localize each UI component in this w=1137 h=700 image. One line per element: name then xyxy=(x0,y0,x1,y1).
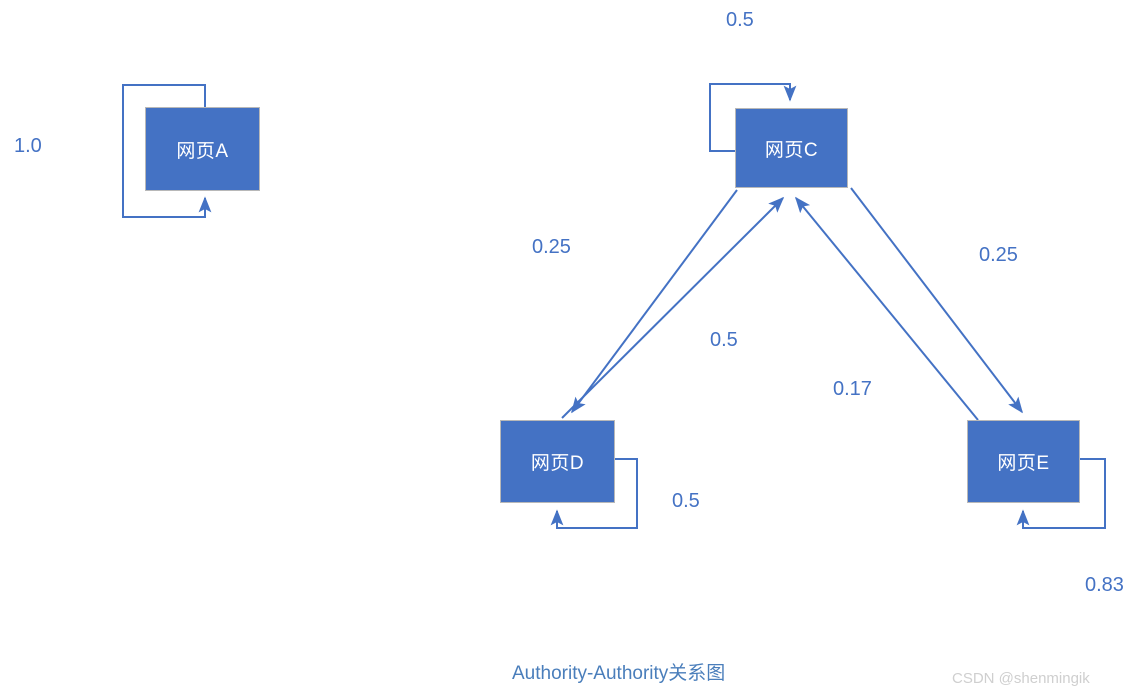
edge-label-c-to-e: 0.25 xyxy=(979,244,1018,266)
diagram-title: Authority-Authority关系图 xyxy=(512,663,726,684)
edge-c-to-d xyxy=(571,189,738,414)
edge-e-to-c xyxy=(794,196,979,421)
edge-e-self-loop xyxy=(1016,458,1106,529)
edge-label-e-self: 0.83 xyxy=(1085,574,1124,596)
watermark: CSDN @shenmingik xyxy=(952,670,1090,687)
edge-label-c-to-d: 0.25 xyxy=(532,236,571,258)
edge-c-self-loop xyxy=(709,83,797,152)
node-label-a: 网页A xyxy=(176,140,229,162)
node-label-e: 网页E xyxy=(997,453,1050,474)
edge-label-c-self: 0.5 xyxy=(726,9,754,31)
edge-label-e-to-c: 0.17 xyxy=(833,378,872,400)
node-box-d[interactable]: 网页D xyxy=(500,420,615,503)
node-label-d: 网页D xyxy=(530,453,585,474)
edge-d-to-c xyxy=(561,196,785,419)
edge-d-self-loop xyxy=(550,458,638,529)
edge-label-d-self: 0.5 xyxy=(672,490,700,512)
edge-label-a-self: 1.0 xyxy=(14,135,42,157)
node-box-c[interactable]: 网页C xyxy=(735,108,848,188)
edge-c-to-e xyxy=(850,187,1023,414)
edge-label-d-to-c: 0.5 xyxy=(710,329,738,351)
edge-a-self-loop xyxy=(122,84,212,218)
node-box-a[interactable]: 网页A xyxy=(145,107,260,191)
node-box-e[interactable]: 网页E xyxy=(967,420,1080,503)
node-label-c: 网页C xyxy=(764,139,819,161)
